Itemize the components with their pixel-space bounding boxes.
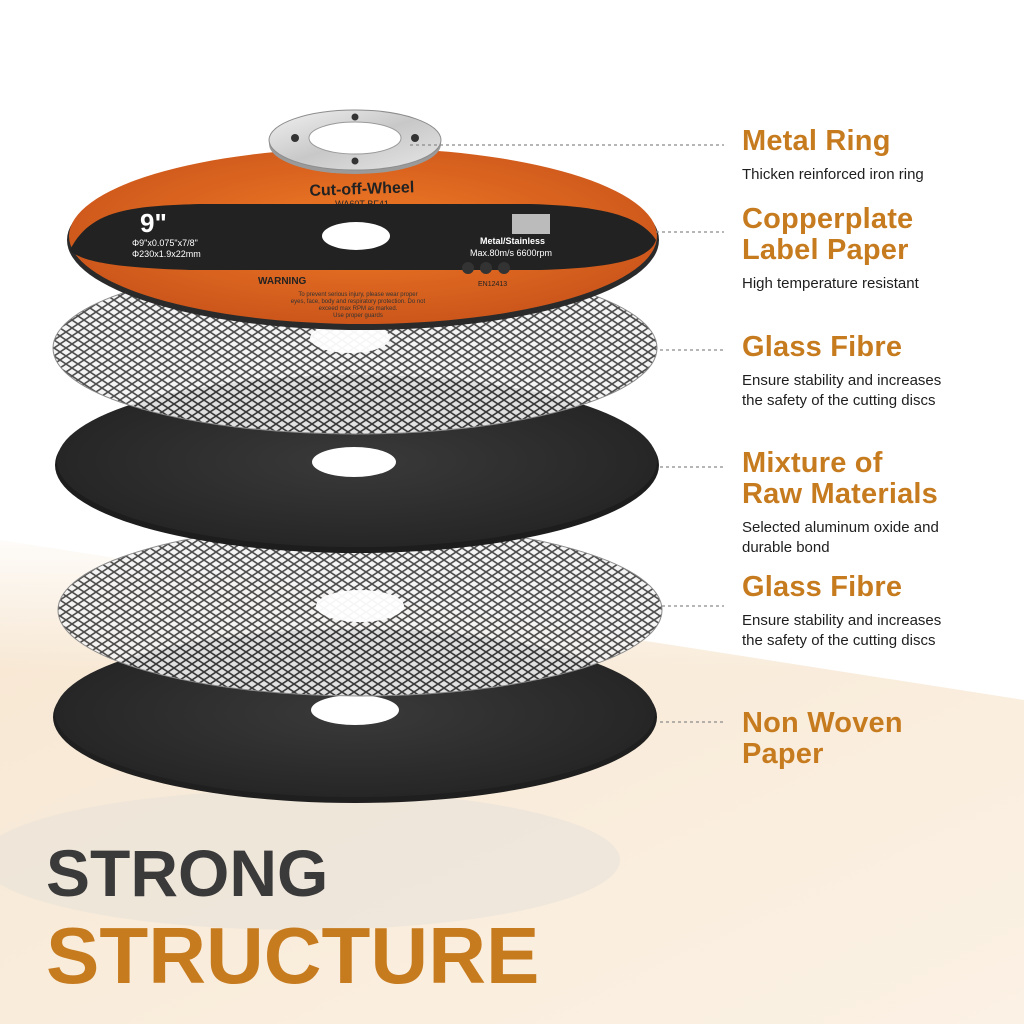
layer-label-raw-materials: Mixture of Raw Materials Selected alumin… [742,448,1012,558]
layer-label-metal-ring: Metal Ring Thicken reinforced iron ring [742,126,1012,185]
safety-icon [480,262,492,274]
label-dims-metric: Φ230x1.9x22mm [132,249,201,259]
layer-desc: High temperature resistant [742,275,919,292]
layer-title: Non Woven Paper [742,707,903,770]
label-warning-text-1: To prevent serious injury, please wear p… [298,292,417,298]
layer-title: Copperplate Label Paper [742,203,914,266]
label-warning-title: WARNING [258,276,307,287]
layer-desc: Ensure stability and increases the safet… [742,372,942,409]
layer-desc: Thicken reinforced iron ring [742,166,924,183]
layer-title: Metal Ring [742,125,891,157]
label-size: 9" [140,208,167,238]
headline-structure: STRUCTURE [46,911,540,1000]
layer-desc: Selected aluminum oxide and durable bond [742,519,939,556]
layer-title: Glass Fibre [742,331,903,363]
layer-label-glass-fibre-2: Glass Fibre Ensure stability and increas… [742,572,1012,651]
label-model: WA60T-BF41 [335,199,389,209]
layer-title: Glass Fibre [742,571,903,603]
label-material-icon [512,214,550,234]
label-standard: EN12413 [478,281,507,288]
safety-icon [498,262,510,274]
label-warning-text-2: eyes, face, body and respiratory protect… [291,299,426,305]
label-product-name: Cut-off-Wheel [309,179,414,200]
label-material: Metal/Stainless [480,236,545,246]
label-speed: Max.80m/s 6600rpm [470,248,552,258]
layer-desc: Ensure stability and increases the safet… [742,612,942,649]
headline-strong: STRONG [46,836,329,910]
layer-label-paper: Cut-off-Wheel WA60T-BF41 9" Φ9"x0.075"x7… [67,148,659,330]
leader-lines [410,144,724,723]
safety-icon [462,262,474,274]
layer-label-non-woven: Non Woven Paper [742,708,1012,770]
layer-metal-ring [268,109,442,174]
layer-label-copperplate: Copperplate Label Paper High temperature… [742,204,1012,294]
label-warning-text-3: exceed max RPM as marked. [319,306,398,312]
layer-label-glass-fibre-1: Glass Fibre Ensure stability and increas… [742,332,1012,411]
layer-title: Mixture of Raw Materials [742,447,939,510]
label-warning-text-4: Use proper guards [333,313,383,319]
label-dims-imperial: Φ9"x0.075"x7/8" [132,238,198,248]
